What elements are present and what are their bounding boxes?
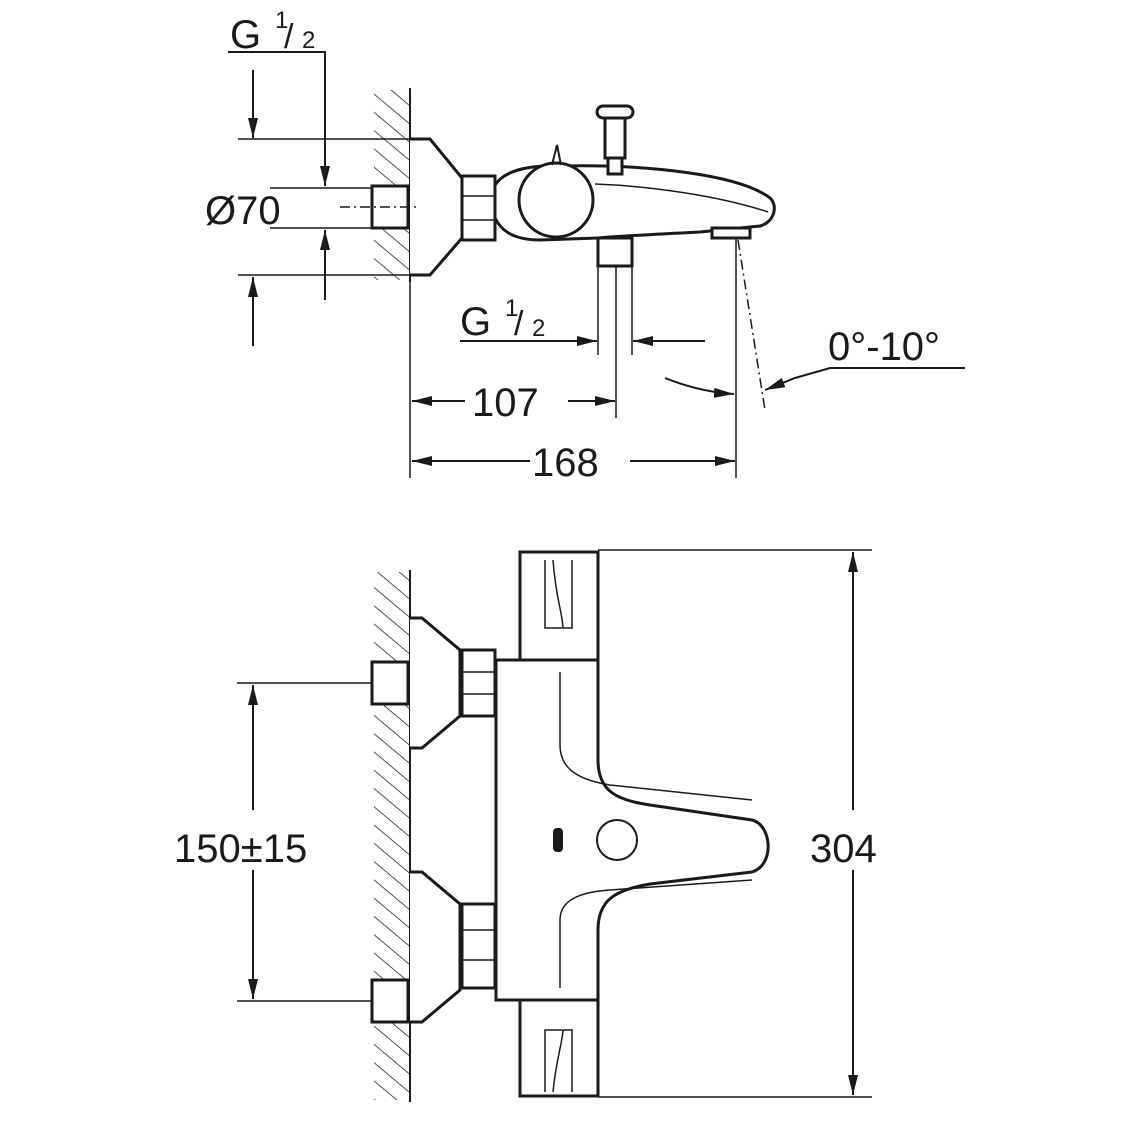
svg-text:G: G bbox=[460, 300, 491, 344]
indicator-mark bbox=[553, 828, 563, 852]
spout-angle-label: 0°-10° bbox=[828, 325, 940, 369]
svg-text:G: G bbox=[230, 13, 261, 57]
outlet-distance-label: 107 bbox=[472, 381, 539, 425]
front-view: 150±15 304 bbox=[174, 549, 877, 1102]
thermostat-knob bbox=[517, 161, 595, 239]
aerator bbox=[710, 226, 752, 240]
svg-text:/: / bbox=[284, 18, 294, 56]
diverter-stem bbox=[603, 116, 627, 160]
svg-text:2: 2 bbox=[532, 315, 545, 342]
upper-flange bbox=[410, 616, 462, 750]
total-projection-label: 168 bbox=[532, 441, 599, 485]
lower-inlet-stub bbox=[370, 978, 410, 1024]
diverter-cap bbox=[595, 104, 635, 120]
temperature-button bbox=[596, 819, 638, 861]
lever-pin bbox=[551, 144, 562, 166]
bottom-cartridge bbox=[518, 998, 600, 1098]
flange bbox=[410, 137, 464, 277]
lower-flange bbox=[410, 870, 462, 1024]
total-height-label: 304 bbox=[810, 827, 877, 871]
flange-diameter-label: Ø70 bbox=[205, 189, 281, 233]
svg-text:2: 2 bbox=[302, 27, 315, 54]
inlet-spacing-label: 150±15 bbox=[174, 827, 307, 871]
side-view: G 1 / 2 Ø70 G 1 / 2 107 168 bbox=[205, 7, 965, 485]
svg-text:/: / bbox=[514, 305, 524, 343]
svg-text:1: 1 bbox=[505, 295, 518, 322]
upper-nut bbox=[460, 648, 497, 718]
lower-nut bbox=[460, 902, 497, 990]
nut bbox=[460, 174, 497, 242]
svg-text:1: 1 bbox=[275, 7, 288, 34]
mixer-body bbox=[494, 658, 770, 1002]
outlet-connector bbox=[596, 236, 634, 268]
upper-inlet-stub bbox=[370, 660, 410, 706]
